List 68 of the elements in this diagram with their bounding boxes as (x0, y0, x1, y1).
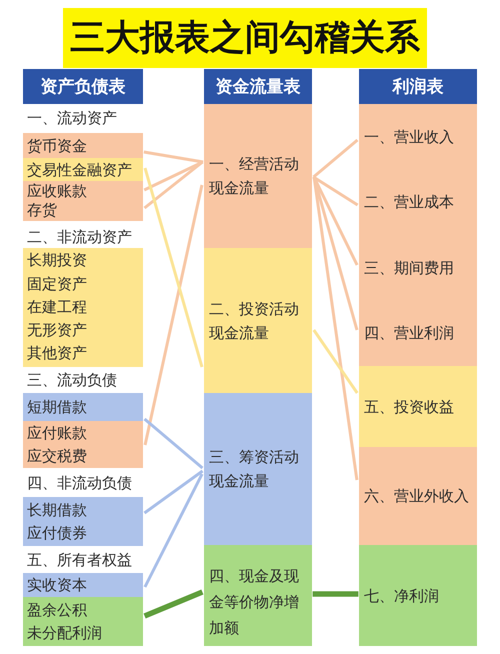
table-header: 资金流量表 (204, 69, 312, 104)
item-label: 短期借款 (27, 397, 87, 418)
connector-line (144, 168, 204, 368)
item-band (23, 573, 143, 597)
item-label: 固定资产 (27, 274, 87, 295)
item-label: 六、营业外收入 (364, 486, 469, 507)
section-heading: 四、非流动负债 (27, 473, 132, 494)
item-band (23, 181, 143, 221)
connector-line (144, 184, 204, 446)
item-band (23, 597, 143, 646)
item-label: 三、筹资活动现金流量 (209, 447, 300, 492)
item-band (204, 393, 312, 545)
item-label: 长期投资 (27, 250, 87, 272)
item-band (204, 248, 312, 393)
item-band (204, 545, 312, 646)
item-band (23, 133, 143, 158)
item-label: 四、现金及现金等价物净增加额 (209, 566, 300, 638)
item-label: 一、营业收入 (364, 126, 454, 148)
item-label: 实收资本 (27, 575, 87, 596)
section-heading: 五、所有者权益 (27, 550, 132, 571)
item-band (359, 545, 477, 646)
connector-line (312, 176, 358, 480)
item-band (23, 497, 143, 546)
item-label: 四、营业利润 (364, 323, 454, 344)
table-header: 资产负债表 (23, 69, 143, 104)
connector-line (144, 470, 204, 514)
item-label: 应交税费 (27, 446, 87, 466)
item-label: 货币资金 (27, 136, 87, 156)
connector-line (144, 589, 204, 619)
item-band (23, 421, 143, 468)
item-label: 交易性金融资产 (27, 160, 132, 180)
item-label: 未分配利润 (27, 622, 102, 644)
item-label: 应付账款 (27, 422, 87, 444)
item-label: 应付债券 (27, 522, 87, 544)
title-banner: 三大报表之间勾稽关系 (63, 8, 427, 68)
item-band (359, 104, 477, 366)
item-band (23, 158, 143, 181)
item-label: 盈余公积 (27, 600, 87, 620)
item-label: 其他资产 (27, 343, 87, 364)
connector-line (312, 591, 358, 597)
item-label: 二、营业成本 (364, 192, 454, 214)
item-label: 存货 (27, 201, 57, 220)
item-band (359, 447, 477, 545)
item-band (23, 393, 143, 421)
connector-line (312, 329, 358, 394)
section-heading: 三、流动负债 (27, 370, 117, 391)
item-band (204, 104, 312, 248)
item-label: 七、净利润 (364, 586, 439, 606)
item-band (359, 366, 477, 447)
table-header: 利润表 (359, 69, 477, 104)
section-heading: 一、流动资产 (27, 108, 117, 129)
connector-line (312, 138, 358, 178)
item-label: 无形资产 (27, 320, 87, 342)
item-label: 长期借款 (27, 500, 87, 520)
item-label: 在建工程 (27, 296, 87, 318)
item-label: 应收账款 (27, 182, 87, 201)
connector-line (312, 176, 358, 206)
connector-line (144, 160, 204, 192)
connector-line (144, 160, 204, 210)
connector-line (144, 150, 204, 164)
connector-line (144, 473, 204, 588)
item-band (23, 248, 143, 367)
item-label: 三、期间费用 (364, 258, 454, 279)
item-label: 五、投资收益 (364, 396, 454, 418)
item-label: 二、投资活动现金流量 (209, 298, 300, 344)
item-label: 一、经营活动现金流量 (209, 154, 300, 199)
connector-line (144, 418, 204, 470)
section-heading: 二、非流动资产 (27, 227, 132, 248)
